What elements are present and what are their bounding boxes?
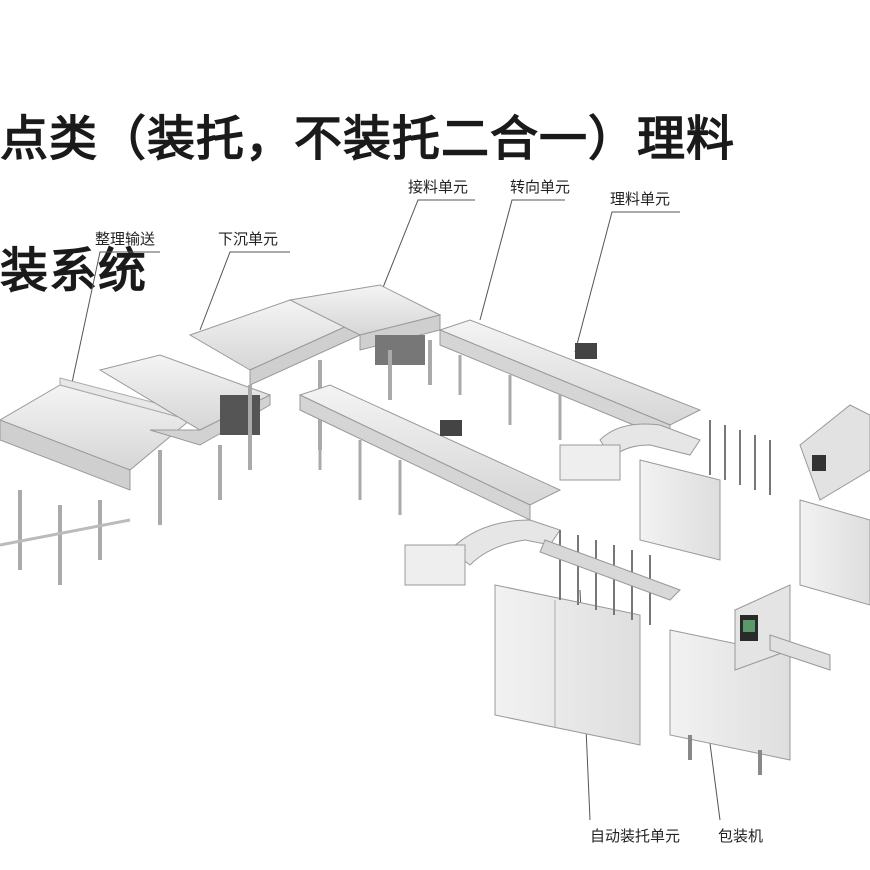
upper-packaging-machine <box>799 404 870 606</box>
label-descent-unit: 下沉单元 <box>218 230 279 248</box>
upper-auto-tray-unit <box>559 420 771 561</box>
title-line-1: 点类（装托，不装托二合一）理料 <box>0 111 736 167</box>
lower-sorting-line <box>298 384 562 521</box>
receiving-unit <box>288 284 442 400</box>
label-turning-unit: 转向单元 <box>510 178 571 196</box>
label-receiving-unit: 接料单元 <box>408 178 469 196</box>
upper-sorting-line <box>438 319 702 441</box>
lower-auto-tray-unit <box>404 519 681 746</box>
label-packaging-machine: 包装机 <box>718 827 764 845</box>
sorting-conveyor <box>0 377 192 585</box>
label-sorting-conveyor: 整理输送 <box>95 230 156 248</box>
label-auto-tray-unit: 自动装托单元 <box>590 827 681 845</box>
label-sorting-unit: 理料单元 <box>610 190 671 208</box>
lower-packaging-machine <box>669 584 831 775</box>
